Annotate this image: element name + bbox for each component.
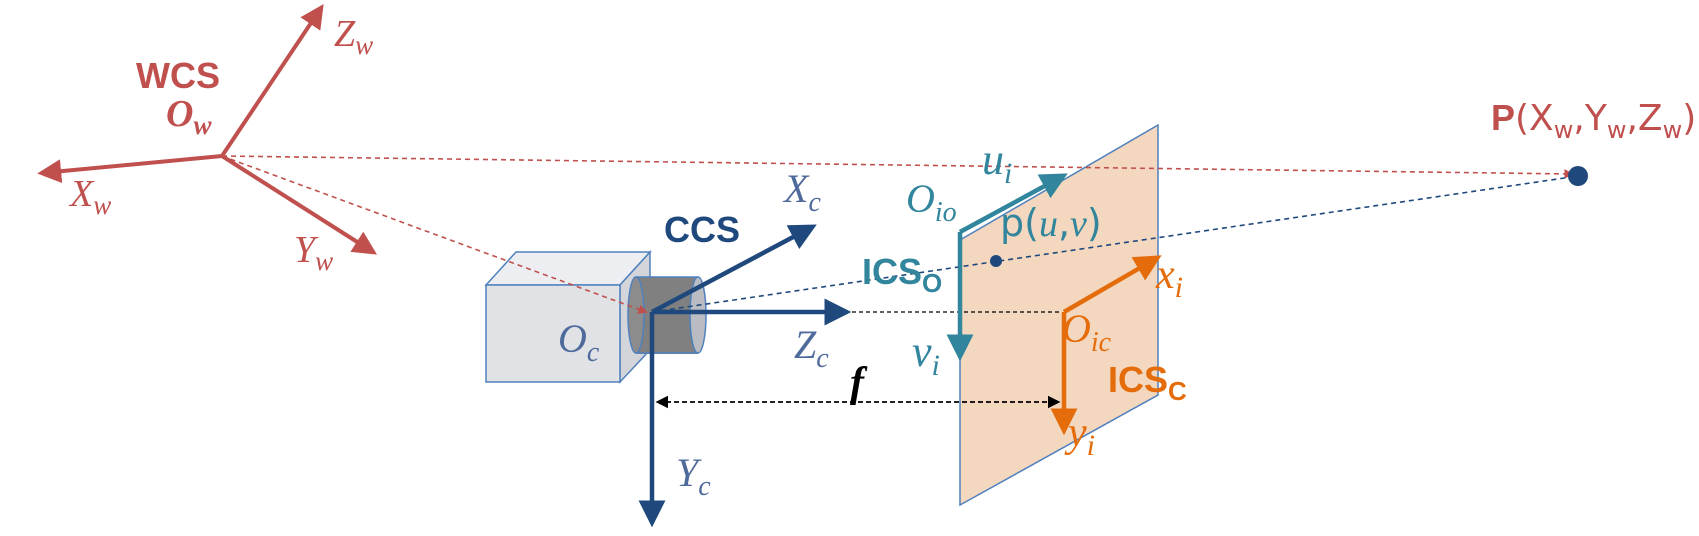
world-y-axis [220, 154, 378, 255]
image-origin-axes [946, 173, 1068, 362]
world-x-axis [37, 154, 223, 184]
image-v-label: vi [912, 327, 940, 382]
world-to-point-ray [221, 155, 1574, 179]
icso-label: ICSO [862, 251, 942, 298]
camera-y-label: Yc [676, 450, 711, 502]
image-u-axis [958, 173, 1068, 234]
world-z-axis [220, 4, 324, 158]
image-x-label: xi [1155, 252, 1183, 304]
image-center-origin-label: Oic [1062, 306, 1112, 358]
image-u-label: ui [982, 135, 1012, 190]
world-y-label: Yw [294, 229, 333, 276]
ccs-label: CCS [664, 209, 740, 250]
focal-length-label: f [850, 360, 868, 406]
camera-to-point-ray [651, 175, 1579, 313]
wcs-label: WCS [136, 55, 220, 96]
image-center-axes [1050, 255, 1162, 436]
world-x-label: Xw [68, 173, 111, 220]
image-origin-label: Oio [906, 176, 957, 228]
world-z-label: Zw [334, 13, 373, 60]
icsc-label: ICSC [1108, 359, 1187, 406]
camera-z-label: Zc [794, 322, 829, 374]
world-point-marker [1568, 166, 1588, 186]
camera-x-label: Xc [782, 166, 821, 218]
camera-origin-label: Oc [558, 316, 600, 368]
image-point-label: p(u,v) [1000, 201, 1102, 245]
world-point-label: P(Xw,Yw,Zw) [1491, 97, 1696, 144]
world-origin-label: Ow [166, 93, 212, 140]
camera-axes [638, 224, 852, 528]
world-axes [37, 4, 378, 255]
camera-lens [627, 276, 707, 354]
image-plane [959, 123, 1159, 507]
image-point-marker [990, 255, 1002, 267]
image-y-label: yi [1064, 410, 1095, 462]
world-to-camera-ray [221, 155, 648, 314]
camera-x-axis [650, 224, 817, 314]
image-x-axis [1062, 255, 1162, 314]
